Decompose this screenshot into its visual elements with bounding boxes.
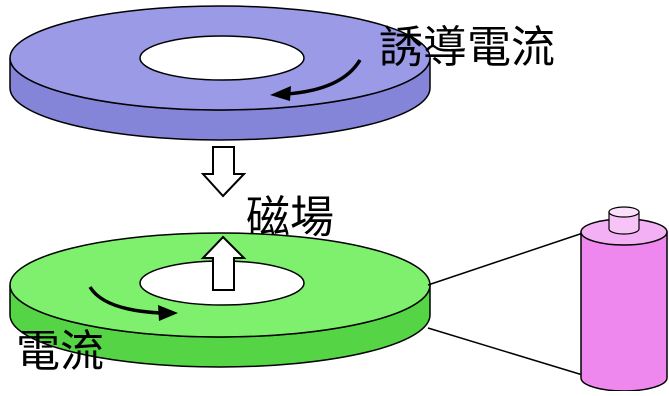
- cylinder-body: [580, 231, 668, 392]
- induced-current-label: 誘導電流: [379, 22, 555, 73]
- connector-line-bottom: [427, 327, 587, 377]
- current-arrowhead-icon: [158, 305, 178, 321]
- lower-disc: [9, 232, 431, 368]
- induced-current-arrow-icon: [285, 59, 362, 96]
- induced-current-arrowhead-icon: [270, 86, 291, 101]
- current-arrow-icon: [88, 285, 161, 315]
- connector-line-top: [427, 231, 587, 286]
- hollow-arrow-up-icon: [200, 235, 247, 291]
- upper-disc: [9, 5, 431, 141]
- pink-cylinder: [580, 206, 668, 392]
- current-label: 電流: [16, 326, 104, 377]
- hollow-arrow-down-icon: [200, 146, 247, 198]
- cylinder-inner-top: [608, 206, 640, 218]
- upper-disc-hole: [139, 35, 305, 81]
- magnetic-field-label: 磁場: [246, 192, 334, 243]
- cylinder-inner-body: [608, 211, 640, 235]
